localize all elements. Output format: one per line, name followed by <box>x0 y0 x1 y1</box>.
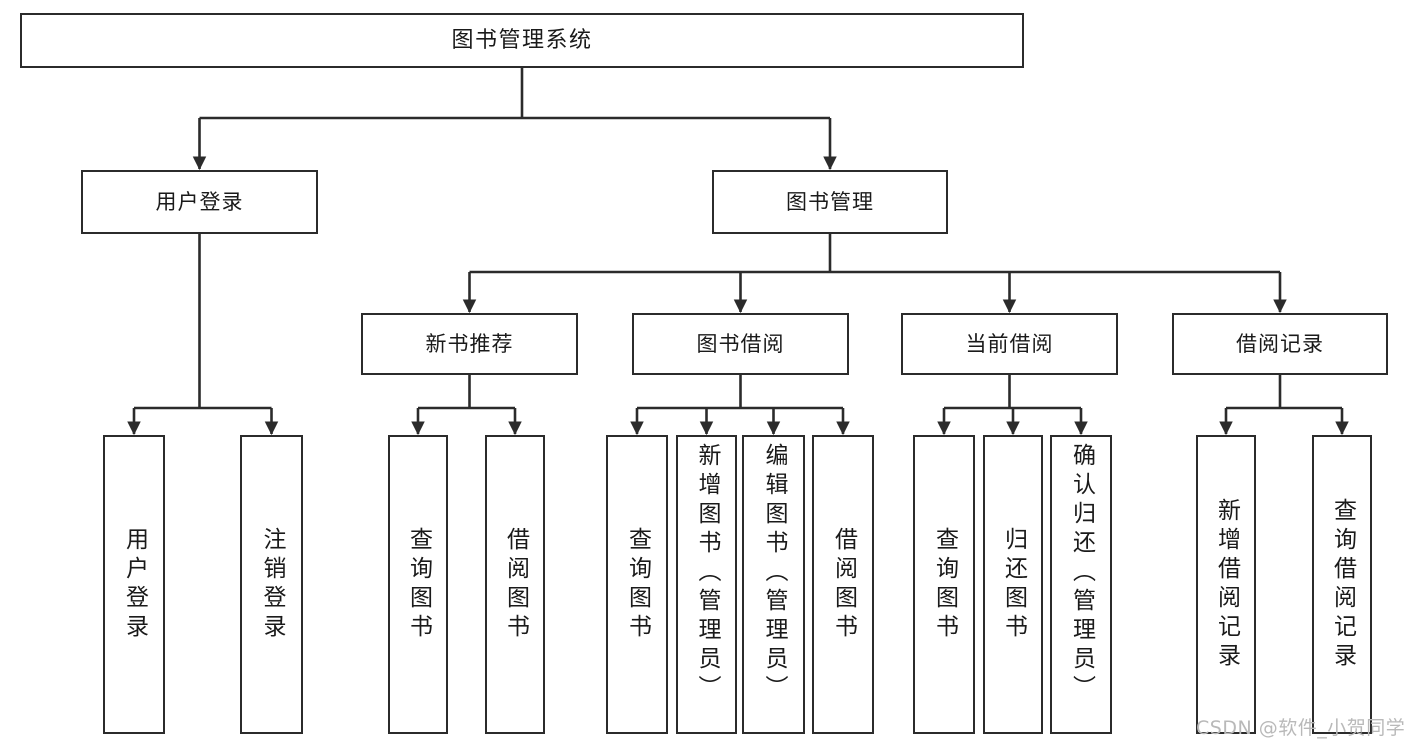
node-label: 查询图书 <box>624 526 651 643</box>
node-leaf-query-book-1[interactable]: 查询图书 <box>388 435 448 734</box>
node-label: 查询借阅记录 <box>1329 497 1356 672</box>
node-leaf-add-record[interactable]: 新增借阅记录 <box>1196 435 1256 734</box>
node-label: 查询图书 <box>405 526 432 643</box>
node-user-login[interactable]: 用户登录 <box>81 170 318 234</box>
node-current-borrow[interactable]: 当前借阅 <box>901 313 1118 375</box>
node-root[interactable]: 图书管理系统 <box>20 13 1024 68</box>
node-leaf-query-book-3[interactable]: 查询图书 <box>913 435 975 734</box>
node-leaf-query-record[interactable]: 查询借阅记录 <box>1312 435 1372 734</box>
node-new-book-rec[interactable]: 新书推荐 <box>361 313 578 375</box>
node-leaf-add-book[interactable]: 新增图书（管理员） <box>676 435 737 734</box>
node-leaf-borrow-book-2[interactable]: 借阅图书 <box>812 435 874 734</box>
node-label: 新增图书（管理员） <box>694 443 720 704</box>
node-borrow-record[interactable]: 借阅记录 <box>1172 313 1388 375</box>
node-label: 用户登录 <box>121 526 148 643</box>
node-leaf-query-book-2[interactable]: 查询图书 <box>606 435 668 734</box>
node-label: 借阅图书 <box>502 526 529 643</box>
csdn-watermark: CSDN @软件_小贺同学 <box>1196 717 1405 739</box>
node-label: 借阅记录 <box>1236 331 1324 356</box>
node-label: 图书管理 <box>786 189 874 214</box>
node-label: 编辑图书（管理员） <box>761 443 787 704</box>
node-leaf-logout[interactable]: 注销登录 <box>240 435 303 734</box>
node-label: 当前借阅 <box>965 331 1054 356</box>
node-book-manage[interactable]: 图书管理 <box>712 170 948 234</box>
node-label: 借阅图书 <box>830 526 857 643</box>
node-book-borrow[interactable]: 图书借阅 <box>632 313 849 375</box>
node-label: 归还图书 <box>1000 526 1027 643</box>
node-label: 新书推荐 <box>425 331 514 356</box>
node-label: 注销登录 <box>259 526 285 643</box>
node-label: 查询图书 <box>931 526 958 643</box>
node-leaf-user-login[interactable]: 用户登录 <box>103 435 165 734</box>
node-label: 用户登录 <box>155 189 244 214</box>
node-label: 新增借阅记录 <box>1213 497 1240 672</box>
node-label: 图书管理系统 <box>451 27 593 53</box>
node-label: 图书借阅 <box>696 331 785 356</box>
node-leaf-edit-book[interactable]: 编辑图书（管理员） <box>742 435 805 734</box>
node-leaf-borrow-book-1[interactable]: 借阅图书 <box>485 435 545 734</box>
node-leaf-return-book[interactable]: 归还图书 <box>983 435 1043 734</box>
node-leaf-confirm-return[interactable]: 确认归还（管理员） <box>1050 435 1112 734</box>
node-label: 确认归还（管理员） <box>1068 443 1095 704</box>
